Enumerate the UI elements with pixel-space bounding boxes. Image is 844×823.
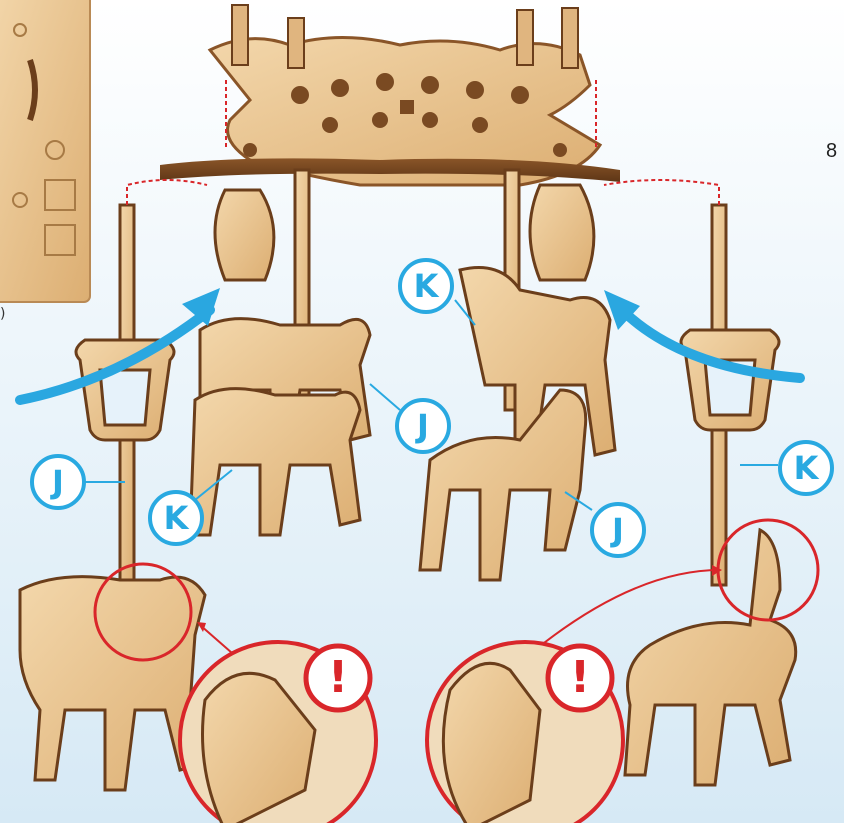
sheet-mark: ) (0, 306, 5, 322)
label-k-center-left: K (148, 490, 204, 546)
right-pole-assembly (625, 205, 796, 785)
step-number: 8 (826, 140, 837, 163)
warning-mark-right: ! (562, 650, 598, 706)
label-k-right: K (778, 440, 834, 496)
warning-mark-left: ! (320, 650, 356, 706)
plywood-sheet (0, 0, 90, 302)
label-k-center: K (398, 258, 454, 314)
label-j-left: J (30, 454, 86, 510)
label-j-right: J (590, 502, 646, 558)
carousel-top-platform (160, 5, 620, 185)
label-j-center: J (395, 398, 451, 454)
